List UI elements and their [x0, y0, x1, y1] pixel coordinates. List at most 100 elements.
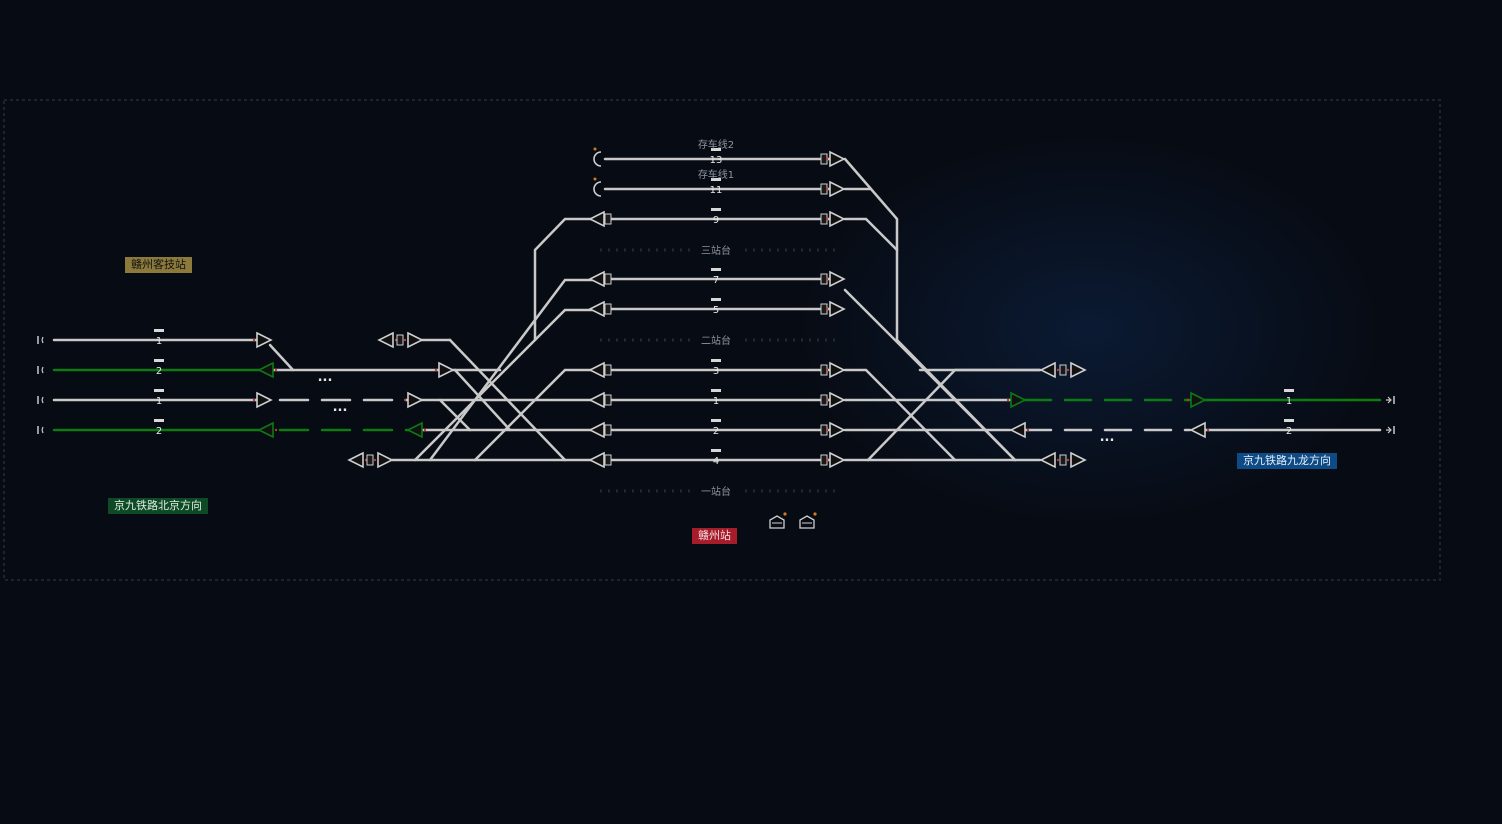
signal-plate-icon: [396, 334, 404, 346]
yard-right-signal[interactable]: [829, 300, 846, 318]
west-signal-1[interactable]: [256, 331, 273, 349]
depot-building-icon[interactable]: [769, 515, 785, 529]
signal-dot: [274, 368, 278, 372]
track-indicator: [711, 268, 721, 271]
east-signal-3[interactable]: [1010, 391, 1027, 409]
west-signal-6[interactable]: [406, 421, 423, 439]
west-signal-3[interactable]: [256, 391, 273, 409]
west-signal-5[interactable]: [407, 391, 424, 409]
depot-station-label: 赣州客技站: [125, 257, 192, 273]
yard-left-signal[interactable]: [588, 451, 605, 469]
line-indicator: [154, 359, 164, 362]
yard-right-signal[interactable]: [829, 270, 846, 288]
west-diagonal-g: [533, 217, 599, 342]
track-indicator: [711, 208, 721, 211]
line-end-arrow-icon: [41, 396, 44, 404]
shunting-yard-icon[interactable]: [799, 515, 815, 529]
east-signal-2[interactable]: [1070, 361, 1087, 379]
signal-dot: [403, 338, 407, 342]
signal-dot: [1066, 458, 1070, 462]
west-diagonal-d: [413, 308, 599, 462]
ellipsis-marker: ...: [333, 400, 348, 415]
signal-plate-icon: [1059, 454, 1067, 466]
signal-dot: [1026, 428, 1030, 432]
line-indicator: [1284, 419, 1294, 422]
line-end-arrow-icon: [41, 426, 44, 434]
line-end-arrow-icon: [1386, 396, 1392, 404]
line-end-layer: [37, 336, 1395, 434]
signal-dot: [825, 277, 829, 281]
yard-left-signal[interactable]: [588, 361, 605, 379]
east-signal-1[interactable]: [1039, 361, 1056, 379]
east-signal-4[interactable]: [1009, 421, 1026, 439]
track-number: 3: [713, 366, 719, 377]
signal-dot: [252, 398, 256, 402]
signal-plate-icon: [366, 454, 374, 466]
yard-right-signal[interactable]: [829, 180, 846, 198]
west-diagonal-e: [428, 278, 599, 462]
yard-right-signal[interactable]: [829, 210, 846, 228]
signal-plate-icon: [604, 273, 612, 285]
line-number: 2: [156, 426, 162, 437]
signal-dot: [1056, 368, 1060, 372]
main-station-label: 赣州站: [692, 528, 737, 544]
platform-label: 一站台: [701, 485, 731, 498]
yard-right-signal[interactable]: [829, 361, 846, 379]
signal-dot: [825, 157, 829, 161]
yard-left-signal[interactable]: [588, 421, 605, 439]
east-signal-5[interactable]: [1039, 451, 1056, 469]
ellipsis-marker: ...: [318, 370, 333, 385]
west-signal-4[interactable]: [257, 421, 274, 439]
signal-dot: [825, 458, 829, 462]
west-signal-7[interactable]: [438, 361, 455, 379]
east-signal-6[interactable]: [1070, 451, 1087, 469]
platform-label: 二站台: [701, 334, 731, 347]
north-direction-label: 京九铁路北京方向: [108, 498, 208, 514]
signal-dot: [825, 217, 829, 221]
signal-dot: [423, 428, 427, 432]
signal-dot: [434, 368, 438, 372]
west-diagonal-f: [473, 368, 599, 462]
west-signal-2[interactable]: [257, 361, 274, 379]
track-indicator: [711, 419, 721, 422]
signal-plate-icon: [604, 454, 612, 466]
west-diagonal-c: [438, 398, 472, 432]
line-indicator: [154, 389, 164, 392]
icon-status-dot: [813, 512, 817, 516]
yard-right-signal[interactable]: [829, 150, 846, 168]
signal-plate-icon: [604, 424, 612, 436]
yard-left-signal[interactable]: [588, 391, 605, 409]
track-indicator: [711, 178, 721, 181]
signal-layer[interactable]: [252, 147, 1210, 469]
signal-dot: [825, 187, 829, 191]
yard-right-signal[interactable]: [829, 451, 846, 469]
yard-left-signal[interactable]: [588, 210, 605, 228]
track-indicator: [711, 148, 721, 151]
yard-left-signal[interactable]: [588, 300, 605, 318]
east-signal-8[interactable]: [1189, 421, 1206, 439]
west-signal-9[interactable]: [407, 331, 424, 349]
signal-dot: [1056, 458, 1060, 462]
yard-right-signal[interactable]: [829, 391, 846, 409]
track-indicator: [711, 449, 721, 452]
siding-name: 存车线2: [698, 138, 734, 151]
signal-plate-icon: [604, 213, 612, 225]
ellipsis-marker: ...: [1100, 430, 1115, 445]
track-number: 11: [710, 185, 723, 196]
line-indicator: [154, 419, 164, 422]
west-signal-8[interactable]: [377, 331, 394, 349]
west-signal-10[interactable]: [347, 451, 364, 469]
signal-dot: [274, 428, 278, 432]
west-diagonal-a: [448, 338, 567, 462]
east-signal-7[interactable]: [1190, 391, 1207, 409]
track-number: 1: [713, 396, 719, 407]
west-crossover: [268, 343, 295, 372]
yard-left-signal[interactable]: [588, 270, 605, 288]
signal-dot: [1206, 428, 1210, 432]
line-number: 1: [156, 396, 162, 407]
yard-right-signal[interactable]: [829, 421, 846, 439]
signal-dot: [825, 398, 829, 402]
west-signal-11[interactable]: [377, 451, 394, 469]
